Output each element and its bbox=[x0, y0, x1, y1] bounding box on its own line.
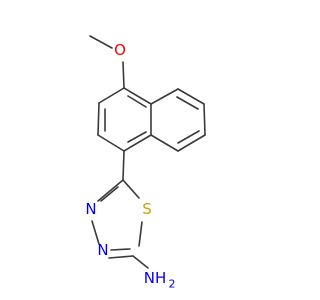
ring-bond bbox=[123, 87, 152, 105]
nitrogen-atom-label: N bbox=[97, 241, 108, 259]
ring-bond bbox=[98, 87, 125, 104]
ring-fusion-bond bbox=[123, 134, 152, 152]
ring-bond bbox=[150, 134, 179, 152]
double-bond-inner bbox=[127, 95, 147, 108]
ring-bond bbox=[91, 220, 100, 245]
double-bond-inner bbox=[177, 130, 200, 144]
nitrogen-atom-label: N bbox=[85, 200, 96, 218]
amine-subscript-label: 2 bbox=[169, 278, 176, 291]
ring-bond bbox=[122, 179, 140, 199]
double-bond-inner bbox=[127, 131, 147, 143]
methyl-bond bbox=[89, 35, 113, 49]
oxygen-atom-label: O bbox=[114, 41, 126, 59]
ring-bond bbox=[177, 88, 205, 105]
sulfur-atom-label: S bbox=[142, 200, 152, 218]
ring-bond bbox=[108, 255, 134, 259]
ring-bond bbox=[203, 103, 206, 136]
ring-bond bbox=[138, 221, 143, 247]
amine-bond bbox=[132, 255, 149, 269]
molecule-structure: O N N S NH 2 bbox=[85, 35, 206, 291]
ring-link-bond bbox=[122, 150, 125, 181]
amine-nh-text: NH bbox=[144, 269, 167, 287]
ring-bond bbox=[97, 134, 125, 152]
double-bond-inner bbox=[176, 96, 199, 110]
double-bond-inner bbox=[100, 186, 119, 202]
ring-bond bbox=[177, 134, 206, 152]
methoxy-ring-bond bbox=[122, 61, 125, 89]
double-bond-inner bbox=[110, 248, 131, 251]
ring-bond bbox=[97, 179, 124, 202]
ring-bond bbox=[97, 102, 100, 136]
amine-group-label: NH bbox=[144, 269, 167, 287]
ring-bond bbox=[150, 88, 179, 105]
molecule-canvas: O N N S NH 2 bbox=[85, 35, 206, 291]
